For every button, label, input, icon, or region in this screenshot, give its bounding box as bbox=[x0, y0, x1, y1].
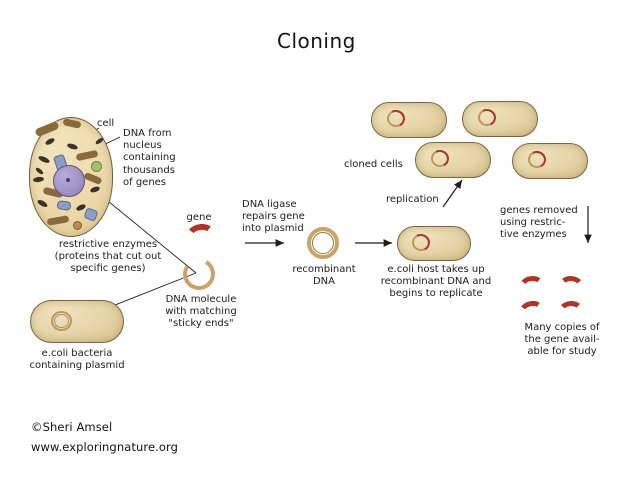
cloned-cell bbox=[415, 142, 491, 178]
cloned-plasmid-ring bbox=[528, 151, 546, 168]
label-ecoli-bacteria: e.coli bacteria containing plasmid bbox=[29, 348, 125, 372]
label-restrictive-enzymes: restrictive enzymes (proteins that cut o… bbox=[54, 239, 162, 275]
cloned-cell-body bbox=[415, 142, 491, 178]
label-cell: cell bbox=[97, 118, 115, 129]
ecoli-host-cell bbox=[397, 226, 471, 261]
label-gene: gene bbox=[186, 212, 212, 223]
cloned-plasmid-ring bbox=[387, 110, 405, 127]
plasmid-ring-inner bbox=[54, 314, 69, 328]
credit-author: ©Sheri Amsel bbox=[31, 420, 113, 434]
page-title: Cloning bbox=[277, 29, 356, 53]
cloned-plasmid-ring bbox=[478, 109, 496, 126]
host-plasmid-ring bbox=[412, 234, 430, 251]
cloned-cell bbox=[371, 102, 447, 138]
label-dna-molecule: DNA molecule with matching "sticky ends" bbox=[165, 294, 237, 330]
label-replication: replication bbox=[386, 194, 439, 205]
credit-website: www.exploringnature.org bbox=[31, 440, 179, 454]
nucleolus bbox=[66, 178, 70, 182]
cloned-cell-body bbox=[371, 102, 447, 138]
eukaryotic-cell bbox=[29, 117, 113, 237]
label-many-copies: Many copies of the gene avail- able for … bbox=[524, 322, 600, 358]
label-dna-ligase: DNA ligase repairs gene into plasmid bbox=[242, 199, 305, 235]
label-cloned-cells: cloned cells bbox=[344, 159, 403, 170]
label-ecoli-host: e.coli host takes up recombinant DNA and… bbox=[380, 264, 492, 300]
cloned-cell-body bbox=[462, 101, 538, 137]
label-recombinant-dna: recombinant DNA bbox=[292, 264, 356, 288]
plasmid-ring bbox=[51, 311, 72, 331]
bacterium-body bbox=[30, 300, 124, 343]
cloned-cell-body bbox=[512, 143, 588, 179]
cloned-cell bbox=[512, 143, 588, 179]
label-dna-from-nucleus: DNA from nucleus containing thousands of… bbox=[123, 128, 176, 188]
label-genes-removed: genes removed using restric- tive enzyme… bbox=[500, 205, 578, 241]
host-bacterium-body bbox=[397, 226, 471, 261]
cloned-cell bbox=[462, 101, 538, 137]
arrow-replication bbox=[442, 179, 463, 208]
ecoli-bacteria-with-plasmid bbox=[30, 300, 124, 343]
cloned-plasmid-ring bbox=[431, 150, 449, 167]
